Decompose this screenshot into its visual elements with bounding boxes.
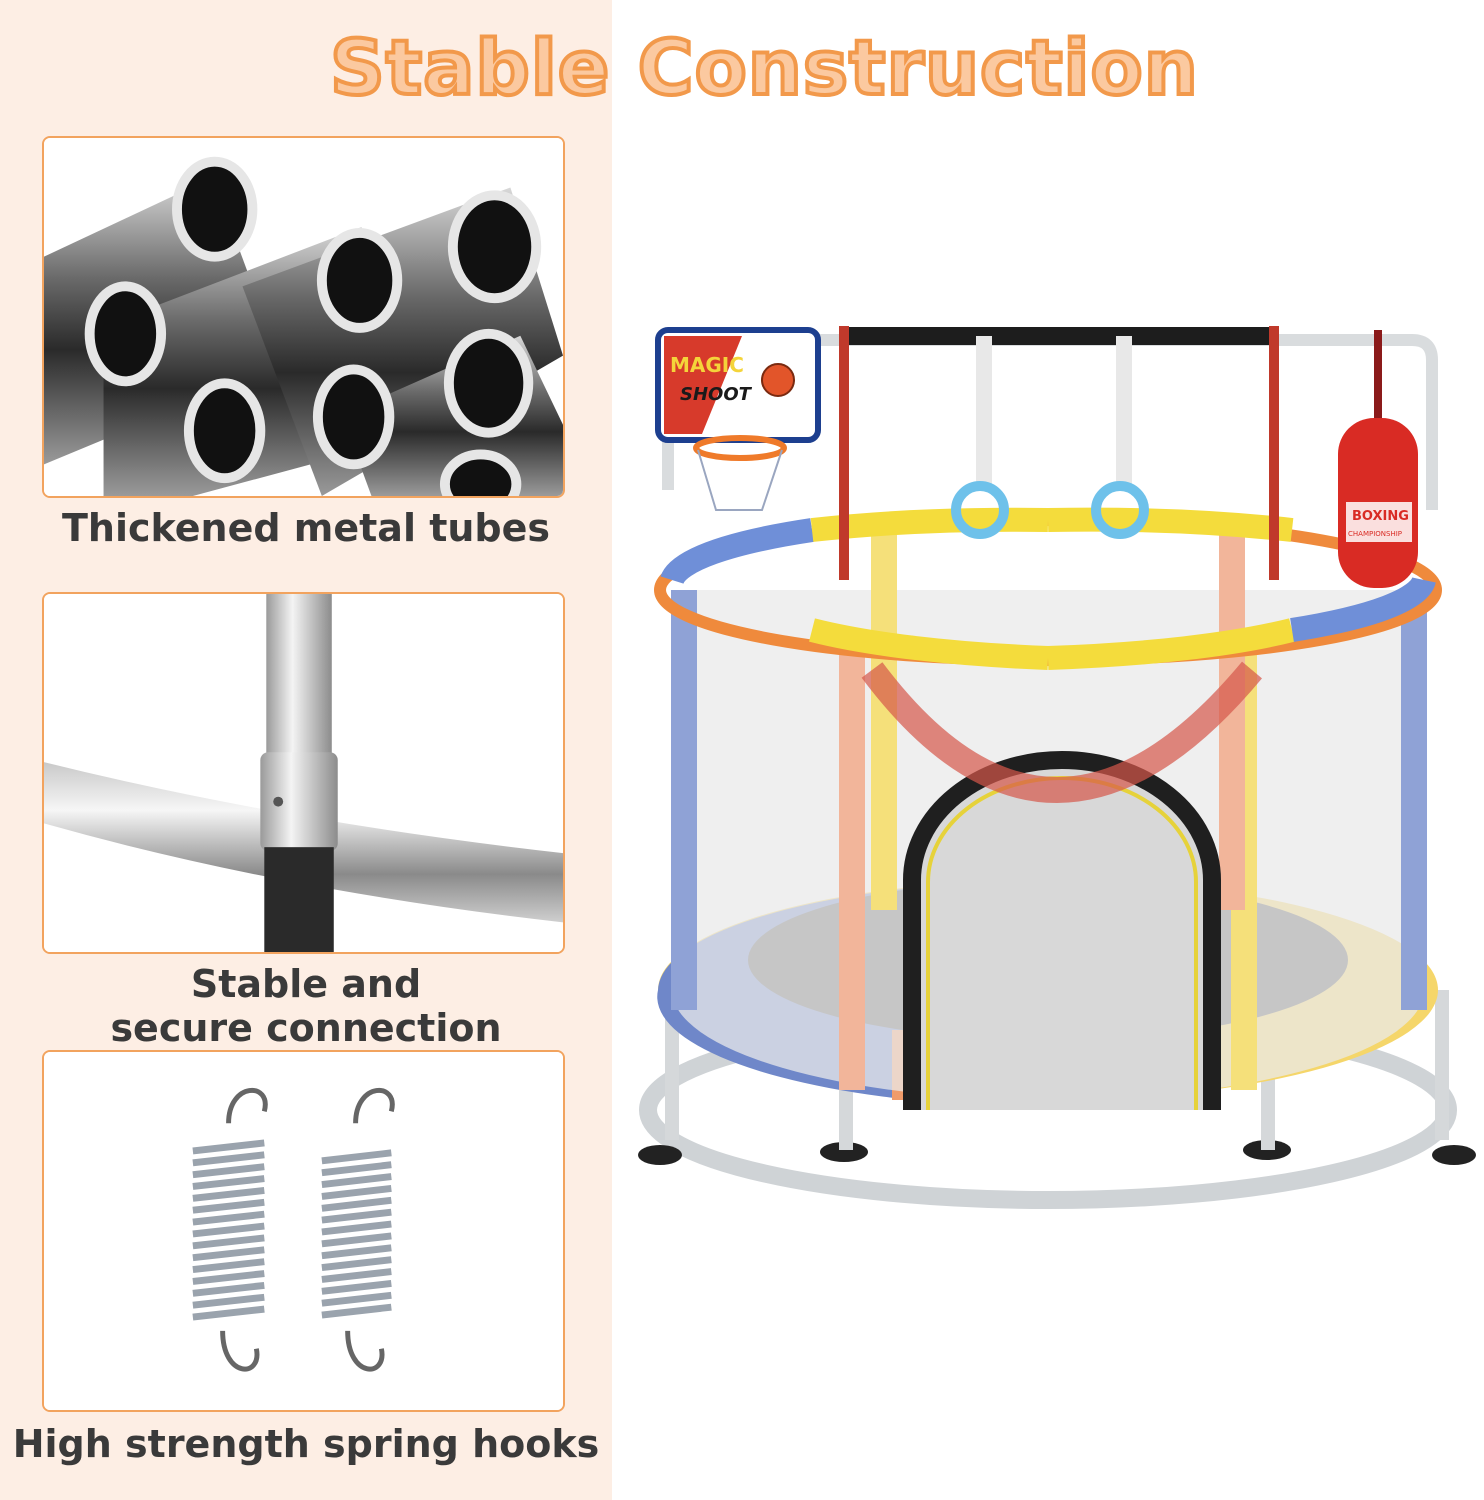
trampoline-product: MAGIC SHOOT BOXING CHAMPIONSHIP bbox=[612, 110, 1484, 1500]
foam-grip bbox=[264, 847, 334, 952]
caption-connection-line2: secure connection bbox=[110, 1006, 502, 1050]
card-springs bbox=[42, 1050, 565, 1412]
suction-feet bbox=[638, 1140, 1476, 1165]
card-metal-tubes bbox=[42, 136, 565, 498]
swing bbox=[839, 326, 1279, 803]
caption-connection-line1: Stable and bbox=[190, 962, 422, 1006]
basketball-hoop: MAGIC SHOOT bbox=[655, 327, 821, 511]
caption-springs: High strength spring hooks bbox=[12, 1422, 600, 1466]
hoop-text-shoot: SHOOT bbox=[680, 384, 753, 405]
hoop-text-magic: MAGIC bbox=[670, 353, 744, 377]
springs-illustration bbox=[44, 1052, 563, 1410]
connection-illustration bbox=[44, 594, 563, 952]
t-joint bbox=[260, 752, 338, 852]
metal-tubes-illustration bbox=[44, 138, 563, 496]
bolt bbox=[273, 796, 284, 807]
tube-openings bbox=[84, 156, 542, 496]
punching-bag: BOXING CHAMPIONSHIP bbox=[1338, 330, 1418, 588]
spring-left bbox=[192, 1087, 268, 1372]
foam-segments bbox=[660, 507, 1436, 670]
gym-rings bbox=[951, 336, 1149, 539]
bag-text-championship: CHAMPIONSHIP bbox=[1348, 530, 1402, 538]
page-title: Stable Construction bbox=[328, 21, 1200, 114]
caption-metal-tubes: Thickened metal tubes bbox=[61, 506, 551, 550]
zipper-door bbox=[903, 751, 1221, 1110]
basketball-icon bbox=[761, 363, 795, 397]
net-poles bbox=[671, 530, 1427, 1090]
bag-text-boxing: BOXING bbox=[1352, 509, 1409, 524]
card-connection bbox=[42, 592, 565, 954]
spring-right bbox=[321, 1087, 395, 1372]
hoop-rim bbox=[693, 435, 787, 461]
trampoline-illustration: MAGIC SHOOT BOXING CHAMPIONSHIP bbox=[638, 326, 1476, 1209]
